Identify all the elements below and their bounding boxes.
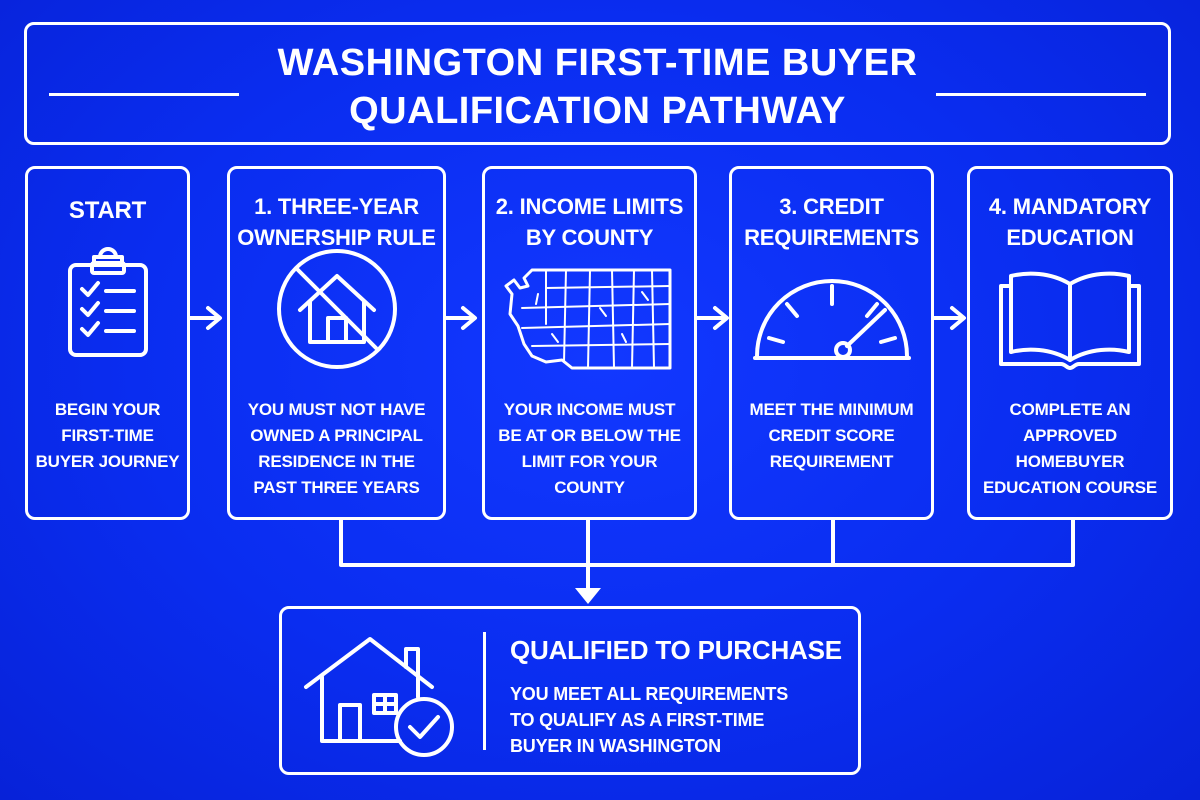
title-banner: WASHINGTON FIRST-TIME BUYER QUALIFICATIO… <box>24 22 1171 145</box>
open-book-icon <box>999 271 1141 370</box>
clipboard-checklist-icon <box>67 247 148 357</box>
gauge-icon <box>752 279 911 360</box>
result-box: QUALIFIED TO PURCHASE YOU MEET ALL REQUI… <box>279 606 861 775</box>
title-right-rule <box>936 93 1146 96</box>
step-credit-requirements: 3. CREDIT REQUIREMENTS MEET THE MINIMUM … <box>729 166 934 520</box>
step-description: MEET THE MINIMUM CREDIT SCORE REQUIREMEN… <box>749 400 914 471</box>
result-title: QUALIFIED TO PURCHASE <box>510 635 842 665</box>
washington-county-map-icon <box>504 268 671 370</box>
step-start: START BEGIN YOUR FIRST-TIME BUYER JOURNE… <box>25 166 190 520</box>
step-title: 4. MANDATORY EDUCATION <box>988 194 1152 250</box>
step-title: 3. CREDIT REQUIREMENTS <box>744 194 919 250</box>
step-title: 1. THREE-YEAR OWNERSHIP RULE <box>237 194 436 250</box>
step-title: START <box>68 197 147 224</box>
step-title: 2. INCOME LIMITS BY COUNTY <box>495 194 684 250</box>
result-divider <box>483 632 486 750</box>
result-description: YOU MEET ALL REQUIREMENTS TO QUALIFY AS … <box>510 684 789 756</box>
step-three-year-rule: 1. THREE-YEAR OWNERSHIP RULE YOU MUST NO… <box>227 166 446 520</box>
step-description: YOUR INCOME MUST BE AT OR BELOW THE LIMI… <box>498 400 681 497</box>
no-house-icon <box>276 249 397 369</box>
step-income-limits: 2. INCOME LIMITS BY COUNTY YOUR INCOME M… <box>482 166 697 520</box>
step-mandatory-education: 4. MANDATORY EDUCATION COMPLETE AN APPRO… <box>967 166 1173 520</box>
step-description: BEGIN YOUR FIRST-TIME BUYER JOURNEY <box>35 400 180 471</box>
merge-line <box>339 518 1075 567</box>
diagram-title: WASHINGTON FIRST-TIME BUYER QUALIFICATIO… <box>277 42 918 132</box>
step-description: YOU MUST NOT HAVE OWNED A PRINCIPAL RESI… <box>247 400 426 497</box>
title-left-rule <box>49 93 239 96</box>
step-description: COMPLETE AN APPROVED HOMEBUYER EDUCATION… <box>982 400 1158 497</box>
house-check-icon <box>304 637 454 757</box>
